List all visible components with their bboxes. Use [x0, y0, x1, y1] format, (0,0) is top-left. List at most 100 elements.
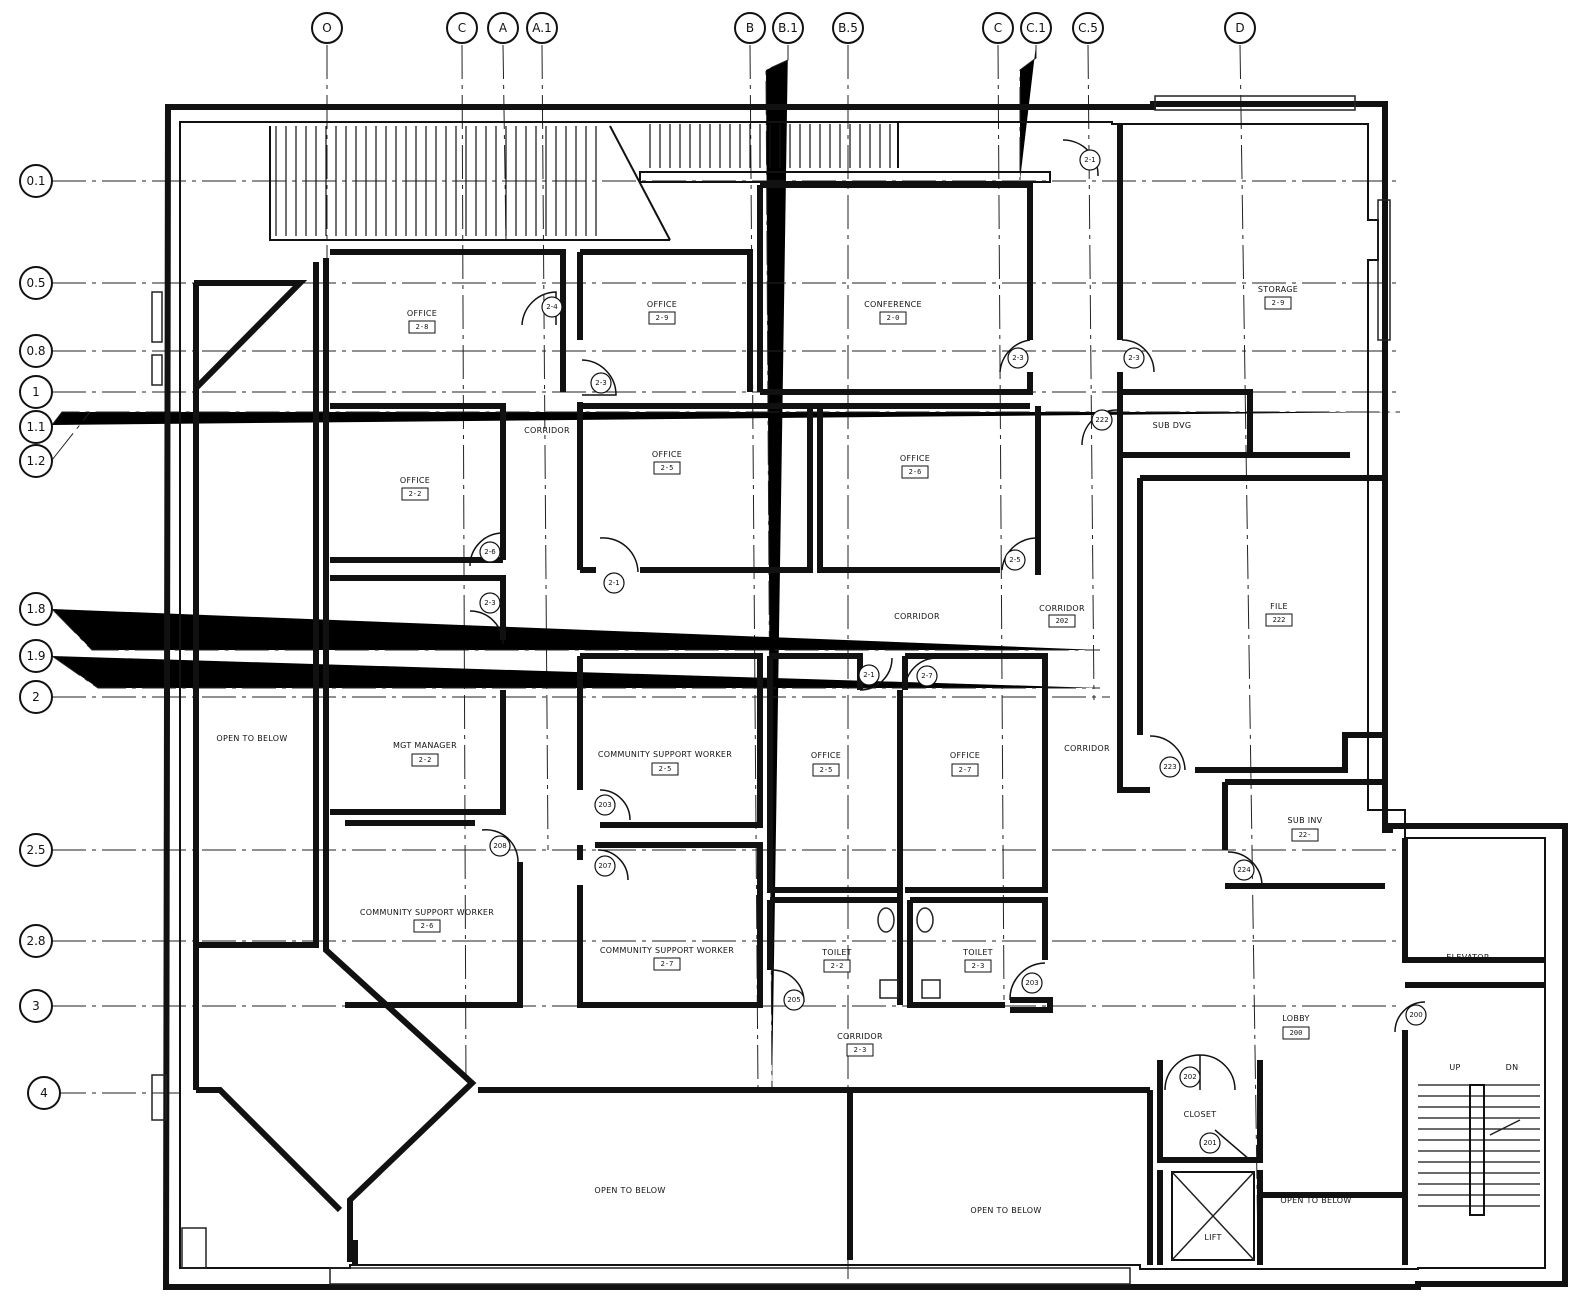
room-number: 222 — [1273, 616, 1286, 624]
grid-row-2-5: 2.5 — [19, 833, 1400, 867]
toilet-fixtures — [877, 907, 941, 999]
room-elevator: ELEVATOR — [1446, 953, 1490, 962]
room-name: COMMUNITY SUPPORT WORKER — [598, 750, 732, 759]
room-sub-inv: SUB INV 22- — [1288, 816, 1322, 842]
grid-row-label: 1.1 — [26, 420, 45, 434]
grid-row-0-1: 0.1 — [19, 164, 1400, 198]
room-number: 2-8 — [416, 323, 429, 331]
room-number: 2-2 — [831, 962, 844, 970]
room-name: CORRIDOR — [1039, 604, 1085, 613]
svg-text:223: 223 — [1163, 763, 1176, 771]
grid-row-label: 2 — [32, 690, 40, 704]
grid-column-label: C.1 — [1026, 21, 1046, 35]
grid-column-b5: B.5 — [832, 12, 864, 1285]
room-office-c2: OFFICE 2-5 — [652, 450, 682, 475]
grid-column-a1: A.1 — [526, 12, 558, 851]
room-community-support-2: COMMUNITY SUPPORT WORKER 2-6 — [360, 908, 494, 933]
grid-column-a: A — [487, 12, 519, 241]
svg-text:222: 222 — [1095, 416, 1108, 424]
room-name: FILE — [1270, 602, 1288, 611]
room-name: OFFICE — [950, 751, 980, 760]
grid-row-label: 1 — [32, 385, 40, 399]
grid-column-c1: C.1 — [1019, 12, 1052, 180]
room-lobby: LOBBY 200 — [1282, 1014, 1310, 1040]
grid-column-o: O — [311, 12, 343, 390]
room-name: CONFERENCE — [864, 300, 922, 309]
grid-column-label: A.1 — [532, 21, 551, 35]
room-name: CORRIDOR — [1064, 744, 1110, 753]
lift-shaft — [1171, 1171, 1255, 1261]
grid-row-label: 3 — [32, 999, 40, 1013]
grid-column-label: D — [1235, 21, 1244, 35]
grid-row-1-1: 1.1 — [19, 410, 1400, 444]
room-name: OPEN TO BELOW — [1280, 1196, 1351, 1205]
room-community-support-3: COMMUNITY SUPPORT WORKER 2-7 — [600, 946, 734, 971]
door: 2-3 — [1121, 339, 1155, 373]
svg-text:203: 203 — [1025, 979, 1038, 987]
room-office-m1: OFFICE 2-5 — [811, 751, 841, 777]
room-name: MGT MANAGER — [393, 741, 457, 750]
svg-text:2-1: 2-1 — [863, 671, 874, 679]
right-stair: UP DN — [1418, 1063, 1540, 1216]
grid-row-0-8: 0.8 — [19, 334, 1400, 368]
room-number: 2-9 — [1272, 299, 1285, 307]
door: 2-1 — [1062, 139, 1101, 177]
room-corridor-right: CORRIDOR 202 — [1039, 604, 1085, 628]
door: 2-6 — [469, 532, 504, 567]
door: 224 — [1227, 851, 1263, 887]
room-name: OFFICE — [900, 454, 930, 463]
exterior-walls — [151, 95, 1568, 1290]
room-storage: STORAGE 2-9 — [1258, 285, 1298, 310]
grid-row-label: 2.8 — [26, 934, 45, 948]
room-open-to-below-b3: OPEN TO BELOW — [1280, 1196, 1351, 1205]
grid-row-label: 1.2 — [26, 454, 45, 468]
room-toilet-2: TOILET 2-3 — [962, 948, 993, 973]
door: 222 — [1081, 409, 1119, 446]
room-number: 2-5 — [659, 765, 672, 773]
grid-column-label: A — [499, 21, 508, 35]
svg-text:2-3: 2-3 — [1012, 354, 1023, 362]
room-number: 200 — [1290, 1029, 1303, 1037]
room-number: 2-2 — [419, 756, 432, 764]
svg-text:200: 200 — [1409, 1011, 1422, 1019]
room-number: 2-2 — [409, 490, 422, 498]
room-mgt-manager: MGT MANAGER 2-2 — [393, 741, 457, 767]
room-office-c3: OFFICE 2-6 — [900, 454, 930, 479]
room-name: COMMUNITY SUPPORT WORKER — [360, 908, 494, 917]
room-open-to-below-b1: OPEN TO BELOW — [594, 1186, 665, 1195]
room-name: OFFICE — [407, 309, 437, 318]
room-name: OFFICE — [652, 450, 682, 459]
stair-up-label: UP — [1449, 1063, 1460, 1072]
room-name: OPEN TO BELOW — [594, 1186, 665, 1195]
door: 201 — [1199, 1129, 1251, 1161]
room-name: OPEN TO BELOW — [216, 734, 287, 743]
door: 207 — [594, 849, 629, 881]
room-name: CORRIDOR — [837, 1032, 883, 1041]
grid-column-d: D — [1224, 12, 1259, 1251]
room-labels: OFFICE 2-8 OFFICE 2-9 CONFERENCE 2-0 STO… — [216, 285, 1490, 1242]
room-corridor-e: CORRIDOR — [1064, 744, 1110, 753]
room-closet: CLOSET — [1184, 1110, 1217, 1119]
svg-text:2-3: 2-3 — [595, 379, 606, 387]
door: 2-3 — [469, 592, 504, 645]
grid-row-2-8: 2.8 — [19, 924, 1400, 958]
grid-row-label: 0.8 — [26, 344, 45, 358]
grid-row-1-8: 1.8 — [19, 592, 1100, 651]
door: 2-4 — [521, 291, 563, 326]
doors: 2-4 2-3 2-3 2-3 2-1 222 2-1 2-5 2-6 2-3 … — [469, 139, 1427, 1161]
room-number: 2-6 — [909, 468, 922, 476]
grid-column-c: C — [446, 12, 478, 1091]
door: 203 — [594, 789, 631, 821]
room-office-tc: OFFICE 2-9 — [647, 300, 677, 325]
svg-text:208: 208 — [493, 842, 506, 850]
svg-text:2-5: 2-5 — [1009, 556, 1020, 564]
svg-text:2-7: 2-7 — [921, 672, 932, 680]
grid-column-label: C.5 — [1078, 21, 1098, 35]
room-number: 2-5 — [820, 766, 833, 774]
room-corridor-a1: CORRIDOR — [524, 426, 570, 435]
door: 2-5 — [1001, 537, 1037, 571]
grid-column-label: C — [994, 21, 1002, 35]
svg-text:2-1: 2-1 — [1084, 156, 1095, 164]
room-name: ELEVATOR — [1446, 953, 1490, 962]
door: 205 — [771, 969, 805, 1011]
